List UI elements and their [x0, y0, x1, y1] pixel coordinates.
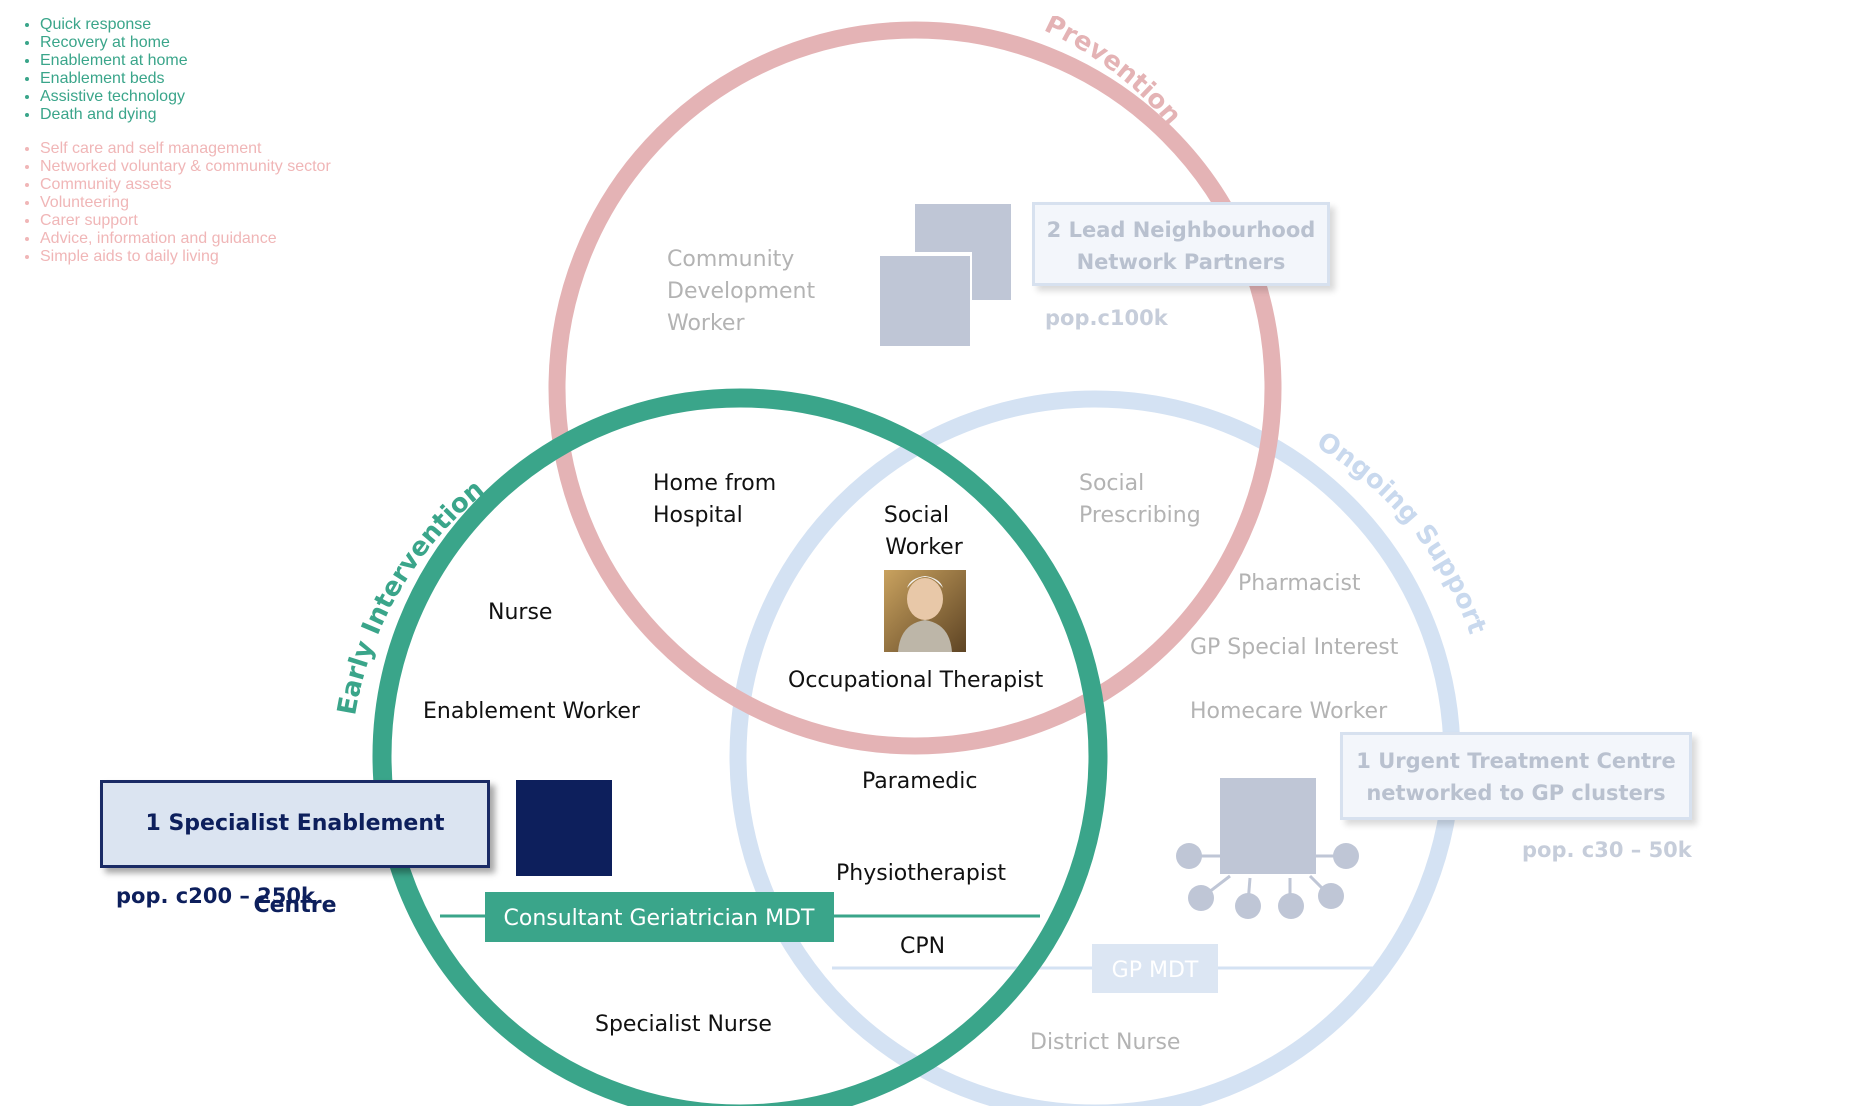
- list-item: Death and dying: [40, 106, 460, 124]
- prevention-services-list: Self care and self management Networked …: [0, 140, 510, 266]
- list-item: Simple aids to daily living: [40, 248, 510, 266]
- prevention-circle: [548, 21, 1282, 755]
- lead-neighbourhood-line1: 2 Lead Neighbourhood: [1046, 218, 1316, 242]
- role-district-nurse: District Nurse: [1030, 1030, 1180, 1055]
- early-intervention-circle: [372, 388, 1108, 1106]
- consultant-mdt-bar: [485, 892, 834, 942]
- venn-diagram: GP MDT Consultant Geriatrician MDT Preve…: [332, 16, 1492, 1106]
- role-occupational-therapist: Occupational Therapist: [788, 668, 1044, 693]
- urgent-treatment-line2: networked to GP clusters: [1366, 781, 1666, 805]
- navy-square-icon: [516, 780, 612, 876]
- urgent-treatment-centre-box: 1 Urgent Treatment Centre networked to G…: [1340, 732, 1692, 820]
- specialist-enablement-centre-box: 1 Specialist Enablement Centre: [100, 780, 490, 918]
- list-item: Carer support: [40, 212, 510, 230]
- overlapping-squares-icon: [876, 204, 1011, 348]
- list-item: Community assets: [40, 176, 510, 194]
- ongoing-support-title: Ongoing Support: [1311, 426, 1491, 637]
- gp-mdt-label: GP MDT: [1112, 958, 1199, 983]
- list-item: Recovery at home: [40, 34, 460, 52]
- elderly-person-photo: [884, 570, 966, 652]
- consultant-mdt-label: Consultant Geriatrician MDT: [504, 906, 816, 931]
- prevention-title: Prevention: [1040, 16, 1187, 131]
- role-paramedic: Paramedic: [862, 769, 977, 794]
- early-intervention-services-list: Quick response Recovery at home Enableme…: [0, 16, 460, 124]
- social-worker: Social Worker: [884, 503, 964, 560]
- community-development-worker: Community Development Worker: [667, 247, 822, 336]
- role-pharmacist: Pharmacist: [1238, 571, 1361, 596]
- role-homecare-worker: Homecare Worker: [1190, 699, 1388, 724]
- role-specialist-nurse: Specialist Nurse: [595, 1012, 772, 1037]
- specialist-population: pop. c200 – 250k: [116, 884, 315, 908]
- social-prescribing: Social Prescribing: [1079, 471, 1201, 528]
- role-enablement-worker: Enablement Worker: [423, 699, 641, 724]
- gp-mdt-bar: [1092, 944, 1218, 993]
- list-item: Advice, information and guidance: [40, 230, 510, 248]
- list-item: Networked voluntary & community sector: [40, 158, 510, 176]
- role-nurse: Nurse: [488, 600, 552, 625]
- lead-neighbourhood-box: 2 Lead Neighbourhood Network Partners: [1032, 202, 1330, 286]
- list-item: Enablement at home: [40, 52, 460, 70]
- lead-neighbourhood-line2: Network Partners: [1076, 250, 1286, 274]
- list-item: Assistive technology: [40, 88, 460, 106]
- list-item: Self care and self management: [40, 140, 510, 158]
- list-item: Enablement beds: [40, 70, 460, 88]
- list-item: Quick response: [40, 16, 460, 34]
- home-from-hospital: Home from Hospital: [653, 471, 783, 528]
- network-hub-icon: [1176, 778, 1359, 919]
- list-item: Volunteering: [40, 194, 510, 212]
- urgent-treatment-line1: 1 Urgent Treatment Centre: [1356, 749, 1676, 773]
- urgent-treatment-population: pop. c30 – 50k: [1522, 838, 1692, 862]
- role-physiotherapist: Physiotherapist: [836, 861, 1006, 886]
- lead-neighbourhood-population: pop.c100k: [1045, 306, 1168, 330]
- role-gp-special-interest: GP Special Interest: [1190, 635, 1399, 660]
- role-cpn: CPN: [900, 934, 945, 959]
